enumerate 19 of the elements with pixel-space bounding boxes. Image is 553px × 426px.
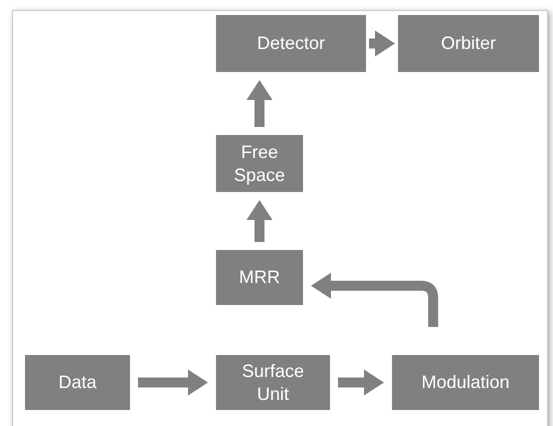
block-arrow — [369, 30, 395, 56]
block-arrow — [246, 80, 272, 127]
box-label: Orbiter — [440, 32, 496, 55]
process-box — [216, 250, 303, 305]
process-box — [216, 135, 303, 192]
box-label: Surface Unit — [240, 360, 306, 405]
process-box — [216, 15, 366, 72]
block-arrow — [338, 370, 384, 396]
process-box — [392, 355, 539, 410]
box-label: Detector — [256, 32, 326, 55]
box-label: Data — [58, 371, 97, 394]
block-arrow — [138, 370, 208, 396]
box-label: Free Space — [232, 141, 286, 186]
box-label: Modulation — [421, 371, 510, 394]
process-box — [25, 355, 130, 410]
block-arrow — [246, 200, 272, 242]
process-box — [216, 355, 330, 410]
process-box — [398, 15, 539, 72]
box-label: MRR — [239, 266, 280, 289]
